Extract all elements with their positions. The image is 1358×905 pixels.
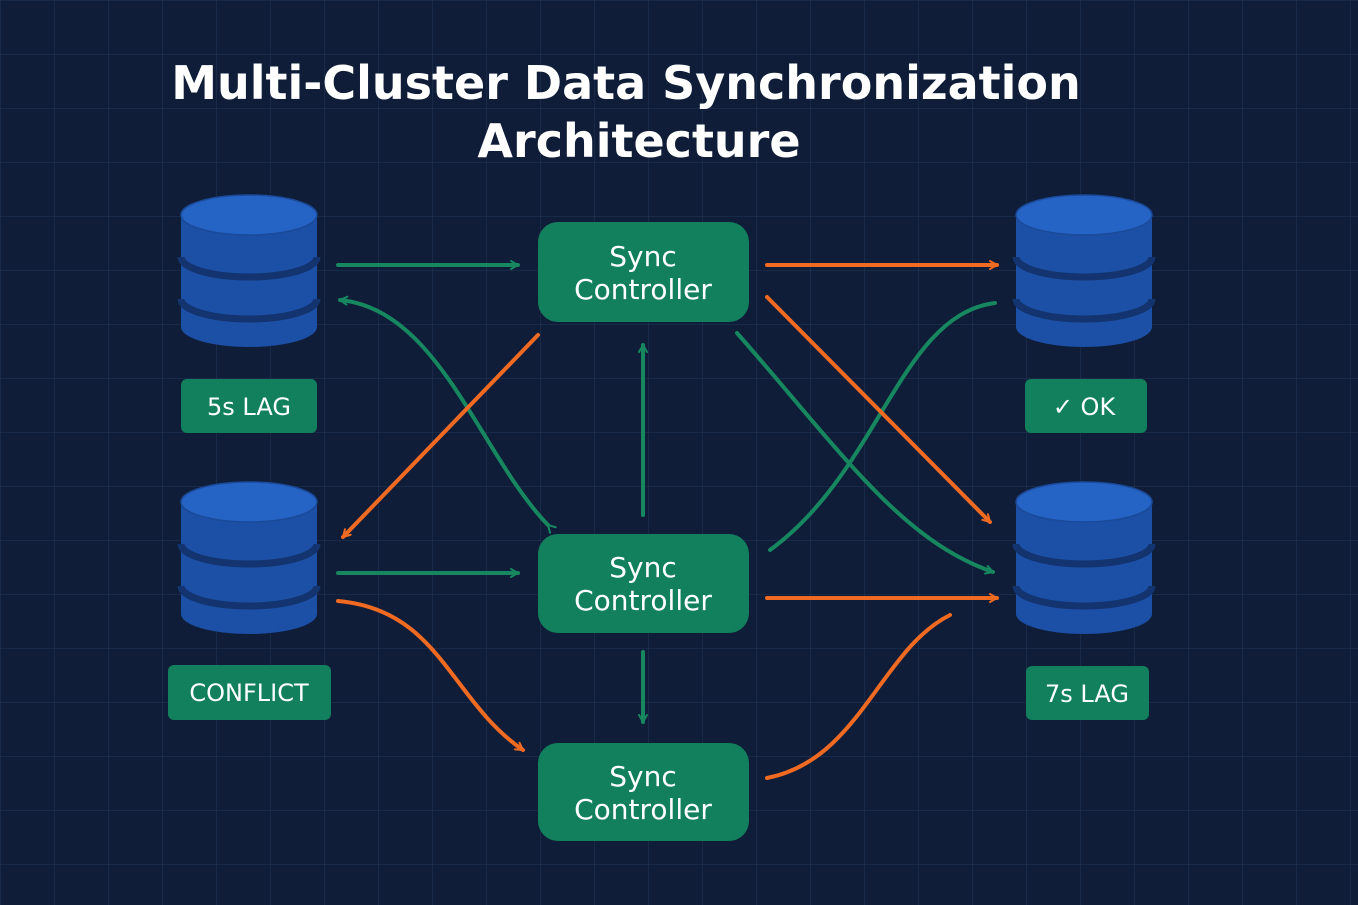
badge-label: 5s LAG <box>207 393 291 421</box>
link-controller3-to-db4 <box>765 613 952 780</box>
controller-label-line1: Sync <box>609 240 676 273</box>
orange-connectors <box>336 260 999 780</box>
status-badge-top-right: ✓ OK <box>1025 379 1147 433</box>
sync-controller-2: Sync Controller <box>538 534 749 633</box>
database-icon-top-right <box>1016 195 1152 347</box>
arrow-controller1-to-db4-orange <box>765 295 992 524</box>
controller-label-line2: Controller <box>574 584 712 617</box>
status-badge-bottom-left: CONFLICT <box>168 665 331 720</box>
badge-label: 7s LAG <box>1045 680 1129 708</box>
link-controller2-to-db3 <box>768 301 997 552</box>
controller-label-line2: Controller <box>574 273 712 306</box>
status-badge-top-left: 5s LAG <box>181 379 317 433</box>
arrow-controller1-to-db4 <box>735 331 995 575</box>
database-icon-bottom-right <box>1016 482 1152 634</box>
badge-label: CONFLICT <box>189 679 309 707</box>
database-icon-bottom-left <box>181 482 317 634</box>
controller-label-line1: Sync <box>609 551 676 584</box>
controller-label-line1: Sync <box>609 760 676 793</box>
arrow-controller1-db1-crossover <box>338 295 557 534</box>
arrow-controller1-to-db2 <box>341 333 540 539</box>
arrow-db2-to-controller3 <box>336 599 525 752</box>
sync-controller-1: Sync Controller <box>538 222 749 322</box>
database-icon-top-left <box>181 195 317 347</box>
title-line-2: Architecture <box>477 114 800 168</box>
title-line-1: Multi-Cluster Data Synchronization <box>171 56 1081 110</box>
sync-controller-3: Sync Controller <box>538 743 749 841</box>
badge-label: ✓ OK <box>1053 393 1117 421</box>
controller-label-line2: Controller <box>574 793 712 826</box>
green-connectors <box>336 260 997 724</box>
diagram-title: Multi-Cluster Data Synchronization Archi… <box>171 56 1081 168</box>
status-badge-bottom-right: 7s LAG <box>1026 666 1149 720</box>
